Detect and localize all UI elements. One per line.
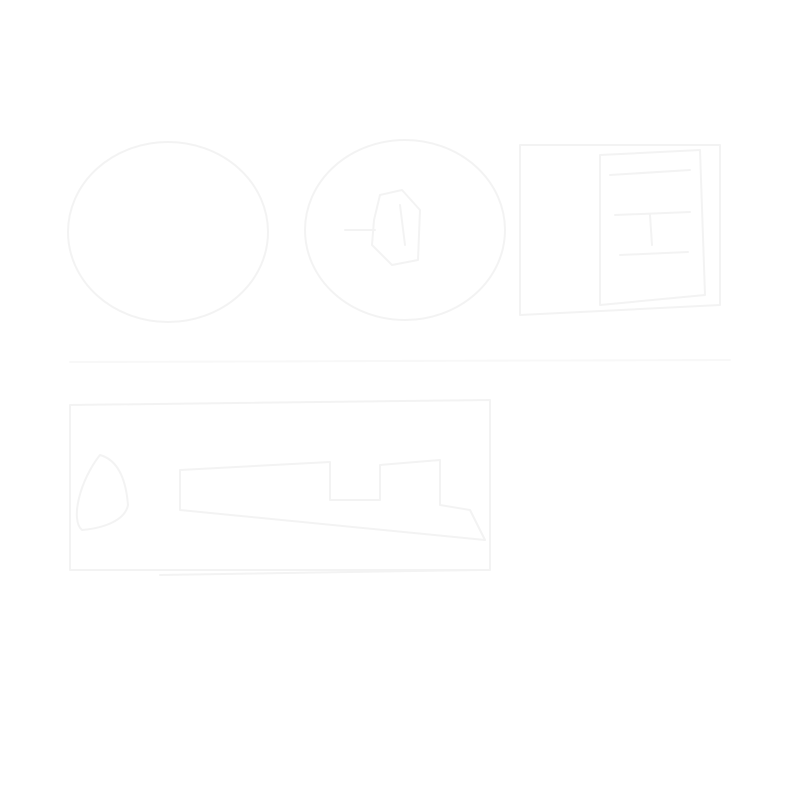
bottom-left-teardrop-outline [75, 454, 129, 531]
right-bracket-outline [519, 144, 721, 316]
bottom-middle-baseline [159, 569, 481, 576]
top-row-sketches [67, 139, 721, 323]
right-bracket-inner-lines [609, 169, 691, 256]
bottom-rectangle-outline [69, 399, 491, 571]
bottom-middle-building-outline [179, 459, 486, 541]
left-oval-outline [67, 141, 269, 323]
bottom-row-sketches [69, 399, 491, 576]
horizontal-divider-line [69, 359, 731, 363]
middle-oval-inner-polygon-outline [371, 189, 421, 266]
middle-oval-inner-line [344, 204, 406, 246]
middle-oval-outline [304, 139, 506, 321]
